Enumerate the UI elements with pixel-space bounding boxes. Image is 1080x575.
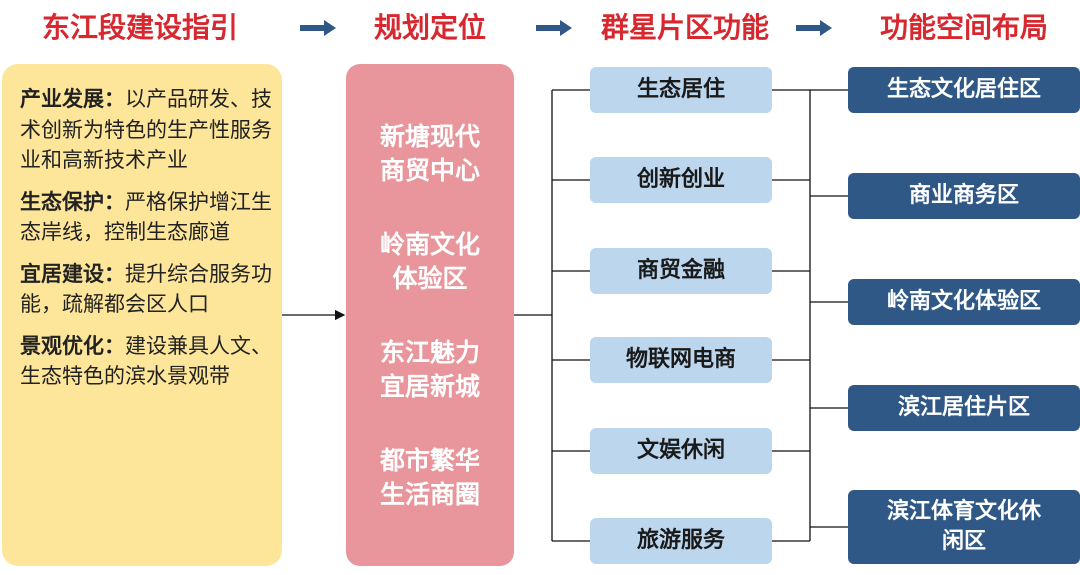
guideline-title: 产业发展：: [20, 87, 125, 111]
positioning-panel: 新塘现代商贸中心 岭南文化体验区 东江魅力宜居新城 都市繁华生活商圈: [346, 64, 514, 566]
zone-box: 商业商务区: [848, 173, 1080, 219]
positioning-line: 新塘现代: [379, 122, 480, 151]
function-box: 文娱休闲: [590, 428, 772, 474]
function-box: 创新创业: [590, 157, 772, 203]
zone-label: 岭南文化体验区: [886, 289, 1041, 314]
guideline-title: 宜居建设：: [20, 261, 125, 286]
positioning-line: 东江魅力: [379, 338, 480, 367]
function-box: 旅游服务: [590, 518, 772, 564]
header-positioning: 规划定位: [373, 11, 486, 44]
guideline-title: 景观优化：: [20, 333, 125, 358]
function-box: 生态居住: [590, 67, 772, 113]
zone-label: 生态文化居住区: [886, 77, 1041, 102]
guideline-item: 景观优化：建设兼具人文、生态特色的滨水景观带: [20, 331, 272, 392]
zone-box: 岭南文化体验区: [848, 279, 1080, 325]
arrow-right-icon: [300, 20, 336, 36]
positioning-line: 生活商圈: [379, 480, 480, 509]
zone-label: 闲区: [941, 529, 986, 554]
header-functions: 群星片区功能: [600, 11, 769, 44]
zone-label: 滨江体育文化休: [886, 499, 1041, 524]
zone-box: 滨江居住片区: [848, 385, 1080, 431]
function-box: 物联网电商: [590, 337, 772, 383]
zone-label: 滨江居住片区: [897, 395, 1030, 420]
guideline-text: 以产品研发、技术创新为特色的生产性服务业和高新技术产业: [20, 87, 272, 172]
guideline-item: 生态保护：严格保护增江生态岸线，控制生态廊道: [20, 187, 272, 248]
guideline-title: 生态保护：: [20, 189, 125, 214]
header-guidelines: 东江段建设指引: [41, 11, 238, 44]
arrow-right-icon: [536, 20, 572, 36]
positioning-line: 体验区: [392, 264, 468, 293]
positioning-line: 商贸中心: [379, 156, 480, 185]
positioning-line: 岭南文化: [379, 230, 480, 259]
zone-box: 滨江体育文化休闲区: [848, 490, 1080, 564]
positioning-item: 东江魅力宜居新城: [346, 336, 514, 404]
zone-label: 商业商务区: [908, 183, 1019, 208]
positioning-line: 都市繁华: [379, 446, 480, 475]
positioning-item: 岭南文化体验区: [346, 228, 514, 296]
positioning-item: 都市繁华生活商圈: [346, 444, 514, 512]
guideline-text: 严格保护增江生态岸线，控制生态廊道: [20, 189, 272, 245]
header-layout: 功能空间布局: [879, 11, 1048, 44]
zone-box: 生态文化居住区: [848, 67, 1080, 113]
guideline-item: 产业发展：以产品研发、技术创新为特色的生产性服务业和高新技术产业: [20, 84, 272, 176]
function-box: 商贸金融: [590, 248, 772, 294]
positioning-item: 新塘现代商贸中心: [346, 120, 514, 188]
guidelines-panel: 产业发展：以产品研发、技术创新为特色的生产性服务业和高新技术产业 生态保护：严格…: [2, 64, 282, 566]
guideline-text: 建设兼具人文、生态特色的滨水景观带: [20, 333, 272, 389]
positioning-line: 宜居新城: [379, 372, 480, 401]
guideline-text: 提升综合服务功能，疏解都会区人口: [20, 261, 272, 317]
arrow-right-icon: [796, 20, 832, 36]
guideline-item: 宜居建设：提升综合服务功能，疏解都会区人口: [20, 259, 272, 320]
